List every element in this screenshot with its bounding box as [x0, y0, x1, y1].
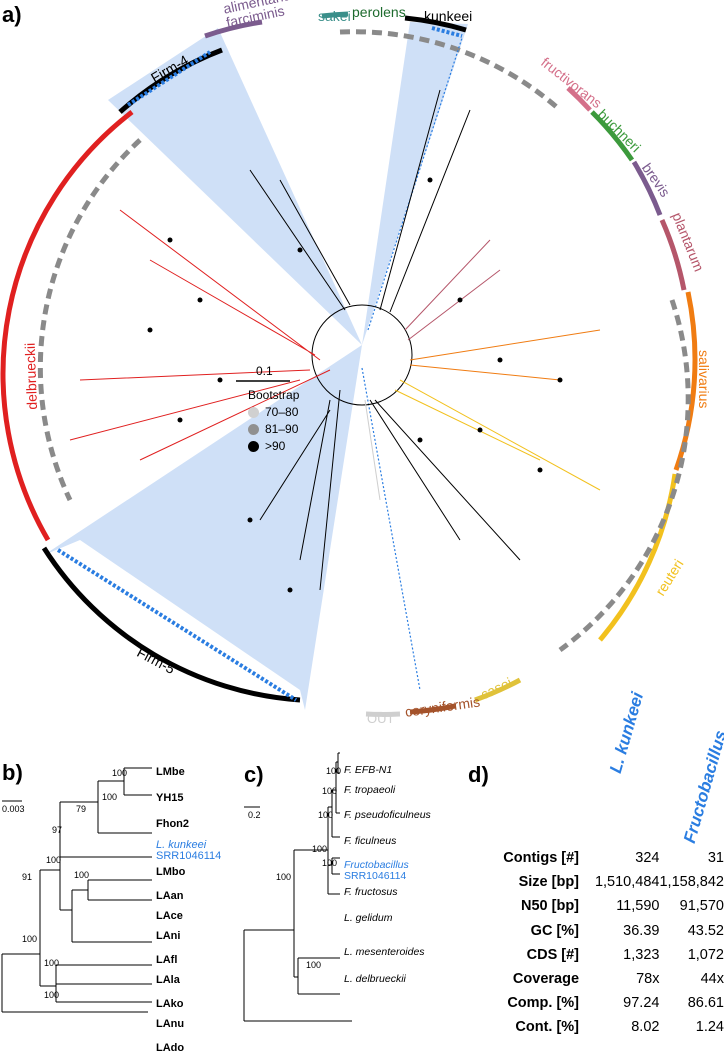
bs-b-9: 100	[44, 958, 60, 968]
clade-label-out: OUT	[367, 711, 395, 726]
bootstrap-label-3: >90	[265, 439, 286, 453]
taxon-lako: LAko	[156, 998, 184, 1010]
taxon-fructobacillus: Fructobacillus	[344, 859, 409, 871]
firm5-sector	[44, 345, 362, 710]
clade-label-salivarius: salivarius	[696, 350, 712, 409]
taxon-lmbo: LMbo	[156, 866, 186, 878]
clade-label-kunkeei: kunkeei	[424, 8, 473, 24]
clade-label-sakei: sakei	[318, 8, 351, 24]
taxon-ldelbrueckii: L. delbrueckii	[344, 973, 406, 985]
tree-branches	[69, 89, 601, 591]
clade-label-perolens: perolens	[352, 4, 406, 20]
bs-b-10: 100	[44, 990, 60, 1000]
bs-c-6: 100	[276, 872, 292, 882]
taxon-ficulneus: F. ficulneus	[344, 835, 397, 847]
bs-c-4: 100	[312, 844, 328, 854]
circular-phylogeny	[0, 11, 698, 717]
bs-c-2: 100	[322, 786, 338, 796]
bootstrap-dot-light	[248, 406, 259, 418]
bs-b-6: 100	[74, 870, 90, 880]
panel-b-letter: b)	[2, 760, 23, 785]
panel-a-letter: a)	[2, 2, 22, 27]
bootstrap-label-2: 81–90	[265, 422, 299, 436]
taxon-yh15: YH15	[156, 792, 184, 804]
taxon-lanu: LAnu	[156, 1018, 185, 1030]
panel-c-taxa: F. EFB-N1 F. tropaeoli F. pseudoficulneu…	[344, 760, 431, 989]
bootstrap-label-1: 70–80	[265, 405, 299, 419]
scale-label-c: 0.2	[248, 810, 261, 820]
bs-c-1: 100	[326, 766, 342, 776]
taxon-lado: LAdo	[156, 1042, 185, 1054]
taxon-srr-c: SRR1046114	[344, 870, 407, 882]
bs-b-4: 97	[52, 825, 63, 835]
taxon-srr-b: SRR1046114	[156, 850, 222, 862]
panel-b-taxa: LMbe YH15 Fhon2 L. kunkeei SRR1046114 LM…	[156, 762, 221, 1058]
bs-b-5: 100	[46, 855, 62, 865]
bootstrap-legend: Bootstrap 70–80 81–90 >90	[248, 388, 299, 453]
taxon-lala: LAla	[156, 974, 180, 986]
clade-label-delbrueckii: delbrueckii	[21, 342, 40, 410]
scale-label-a: 0.1	[256, 364, 273, 378]
taxon-mesenteroides: L. mesenteroides	[344, 946, 425, 958]
taxon-pseudoficulneus: F. pseudoficulneus	[344, 809, 431, 821]
taxon-lace: LAce	[156, 910, 183, 922]
firm4-sector	[108, 28, 362, 345]
marker-ring	[37, 29, 691, 653]
bs-b-2: 100	[102, 792, 118, 802]
blue-markers	[56, 26, 463, 702]
bs-b-1: 100	[112, 768, 128, 778]
taxon-lafl: LAfl	[156, 954, 178, 966]
bootstrap-dot-mid	[248, 423, 259, 435]
taxon-fhon2: Fhon2	[156, 818, 189, 830]
col-header-fructobacillus: Fructobacillus	[680, 728, 724, 846]
bs-b-3: 79	[76, 804, 87, 814]
taxon-tropaeoli: F. tropaeoli	[344, 784, 396, 796]
panel-b-tree	[1, 767, 152, 1013]
taxon-gelidum: L. gelidum	[344, 912, 393, 924]
bootstrap-title: Bootstrap	[248, 388, 300, 402]
panel-c-tree	[243, 752, 352, 1022]
panel-c-letter: c)	[244, 762, 264, 787]
bootstrap-dot-dark	[248, 440, 259, 452]
bs-b-8: 100	[22, 934, 38, 944]
taxon-laan: LAan	[156, 890, 184, 902]
taxon-fructosus: F. fructosus	[344, 886, 398, 898]
bs-c-5: 100	[322, 858, 338, 868]
bs-b-7: 91	[22, 872, 33, 882]
bs-c-3: 100	[318, 810, 334, 820]
bs-c-7: 100	[306, 960, 322, 970]
taxon-lkunkeei: L. kunkeei	[156, 839, 207, 851]
taxon-lmbe: LMbe	[156, 766, 185, 778]
taxon-efb: F. EFB-N1	[344, 764, 393, 776]
bootstrap-dots	[147, 177, 563, 593]
panel-d-letter: d)	[468, 762, 489, 787]
scale-label-b: 0.003	[2, 804, 25, 814]
taxon-lani: LAni	[156, 930, 181, 942]
